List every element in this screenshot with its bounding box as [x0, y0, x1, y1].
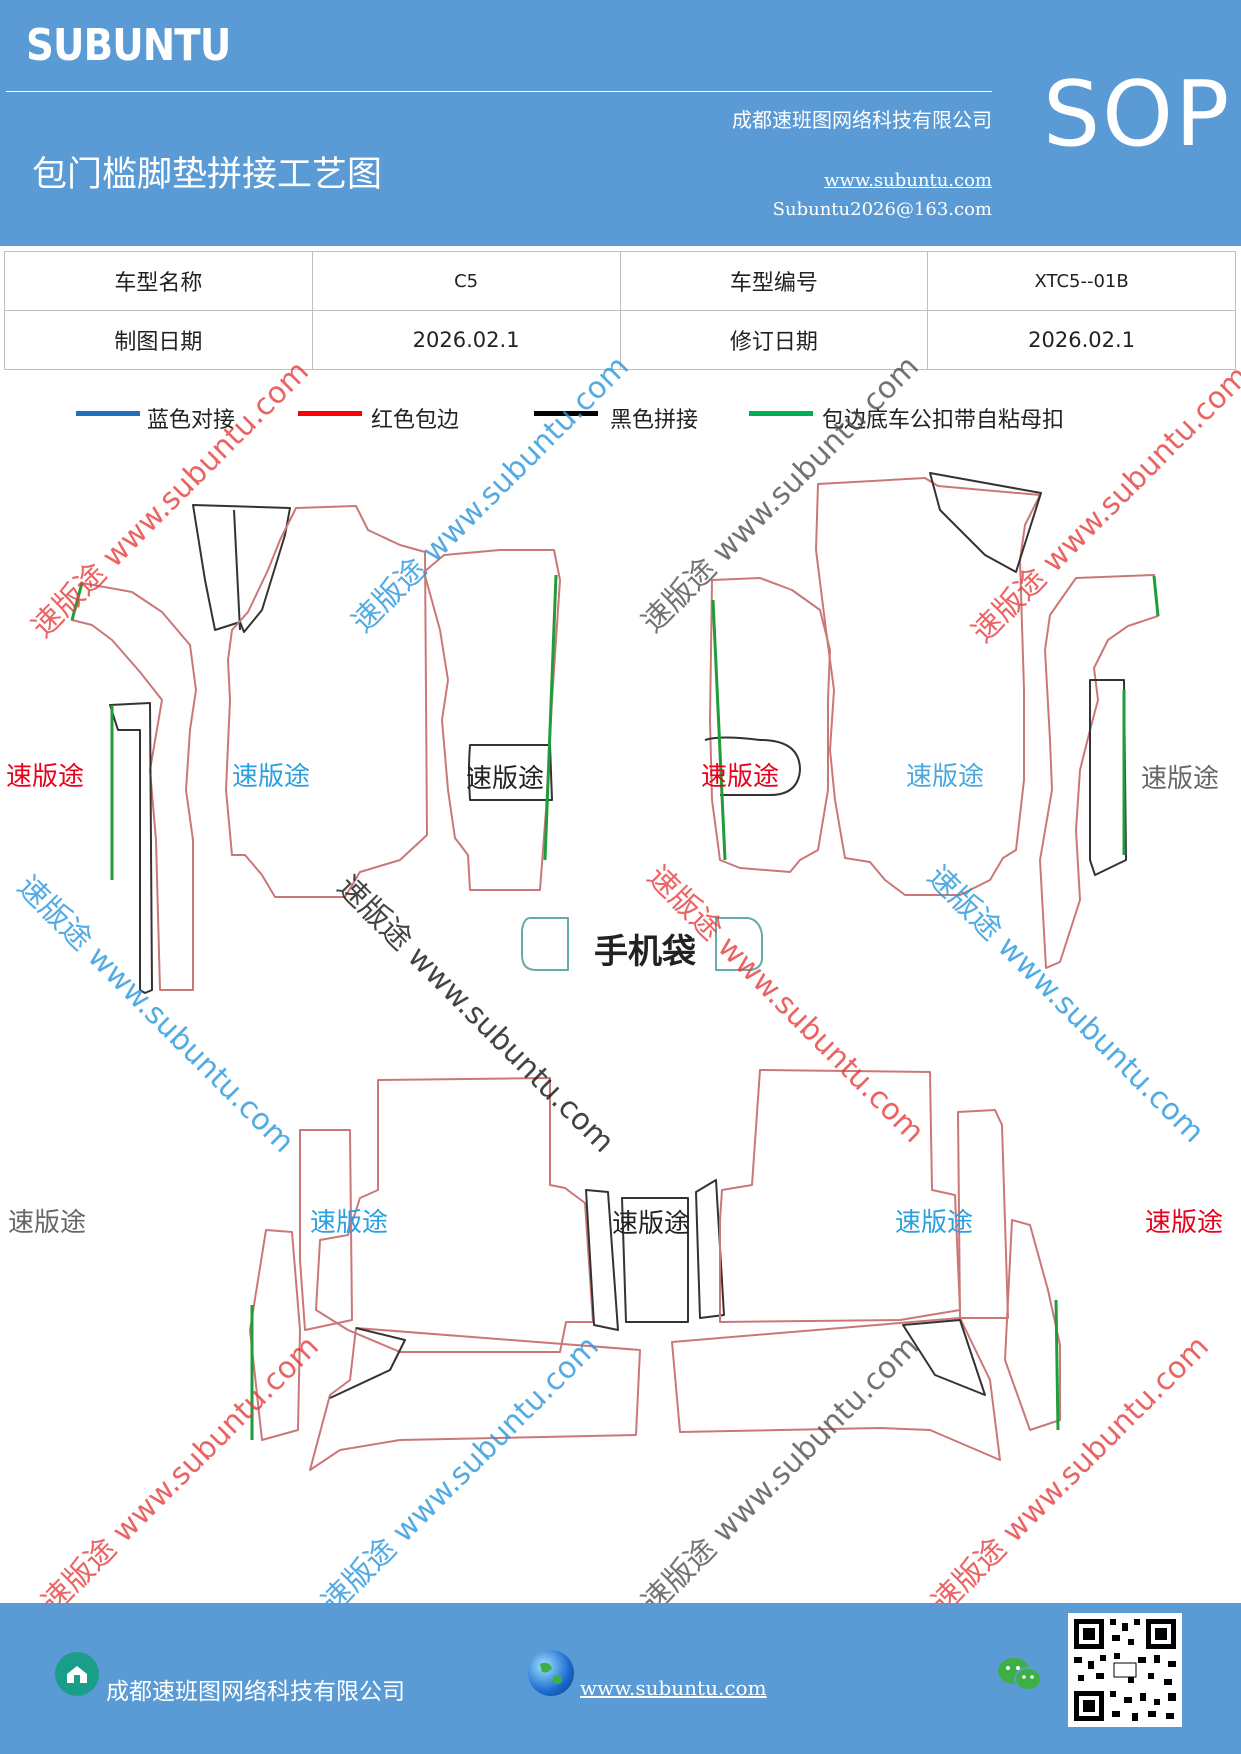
company-icon [55, 1652, 99, 1696]
green-edges [70, 574, 1160, 1440]
revise-date-value: 2026.02.1 [927, 310, 1236, 370]
part-label: 速版途 [906, 762, 985, 792]
header-banner: SUBUNTU SOP 包门槛脚垫拼接工艺图 成都速班图网络科技有限公司 www… [0, 0, 1241, 246]
model-name-value: C5 [311, 251, 621, 311]
part-label: 速版途 [1145, 1208, 1224, 1238]
globe-icon [528, 1650, 574, 1696]
header-website-link[interactable]: www.subuntu.com [824, 170, 992, 191]
header-divider [6, 91, 992, 92]
part-label: 速版途 [6, 762, 85, 792]
draw-date-value: 2026.02.1 [311, 310, 621, 370]
model-name-label: 车型名称 [4, 251, 313, 311]
legend-swatch-red [298, 411, 362, 416]
footer-company: 成都速班图网络科技有限公司 [106, 1679, 405, 1705]
legend-label-blue: 蓝色对接 [147, 408, 236, 433]
header-email: Subuntu2026@163.com [772, 199, 992, 220]
table-row: 制图日期 2026.02.1 修订日期 2026.02.1 [4, 310, 1236, 370]
wechat-icon[interactable] [996, 1655, 1044, 1695]
part-label: 速版途 [8, 1208, 87, 1238]
revise-date-label: 修订日期 [619, 310, 929, 370]
part-label: 速版途 [701, 762, 780, 792]
footer-website-link[interactable]: www.subuntu.com [580, 1676, 767, 1700]
mat-outlines [71, 472, 1159, 1471]
part-label: 速版途 [232, 762, 311, 792]
sop-label: SOP [1043, 62, 1232, 167]
part-label: 速版途 [1141, 764, 1220, 794]
phone-bag-label: 手机袋 [594, 932, 696, 972]
part-label: 速版途 [612, 1209, 691, 1239]
floor-mat-diagram [70, 472, 1160, 1471]
legend-swatch-blue [76, 411, 140, 416]
part-label: 速版途 [310, 1208, 389, 1238]
model-code-value: XTC5--01B [927, 251, 1236, 311]
legend-label-green: 包边底车公扣带自粘母扣 [822, 408, 1065, 433]
info-table: 车型名称 C5 车型编号 XTC5--01B 制图日期 2026.02.1 修订… [4, 251, 1236, 370]
table-row: 车型名称 C5 车型编号 XTC5--01B [4, 251, 1236, 311]
legend-label-black: 黑色拼接 [610, 408, 699, 433]
legend-label-red: 红色包边 [371, 408, 460, 433]
legend-swatch-green [749, 411, 813, 416]
brand-logo: SUBUNTU [26, 20, 231, 71]
page-title: 包门槛脚垫拼接工艺图 [32, 155, 383, 195]
header-company: 成都速班图网络科技有限公司 [732, 108, 992, 132]
part-label: 速版途 [895, 1208, 974, 1238]
model-code-label: 车型编号 [619, 251, 929, 311]
legend-swatch-black [534, 411, 598, 416]
qr-code [1068, 1613, 1182, 1727]
part-label: 速版途 [466, 764, 545, 794]
draw-date-label: 制图日期 [4, 310, 313, 370]
